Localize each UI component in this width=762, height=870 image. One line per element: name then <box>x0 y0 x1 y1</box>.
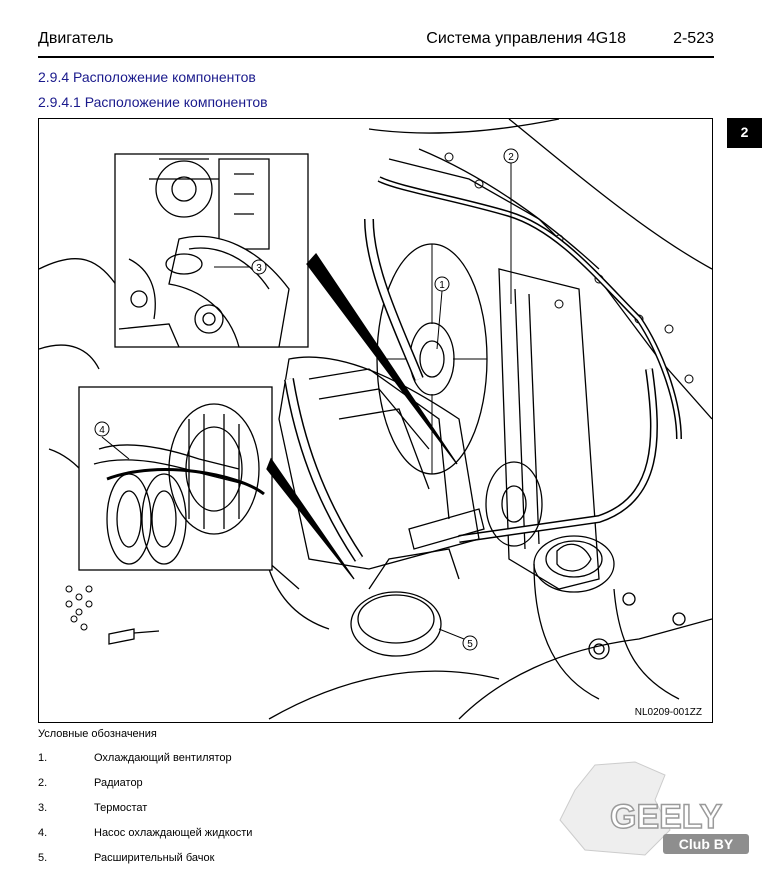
legend-text: Радиатор <box>94 777 143 789</box>
figure-code: NL0209-001ZZ <box>632 707 704 718</box>
legend-number: 3. <box>38 802 48 814</box>
callout-3: 3 <box>256 263 262 274</box>
engine-line-drawing: 1 2 3 4 5 <box>39 119 712 720</box>
callout-5-marker <box>462 635 478 651</box>
legend-item: 4. Насос охлаждающей жидкости <box>38 827 252 839</box>
callout-5: 5 <box>467 639 473 650</box>
section-heading: 2.9.4 Расположение компонентов <box>38 69 256 85</box>
header-rule <box>38 56 714 58</box>
legend-number: 5. <box>38 852 48 864</box>
legend-title: Условные обозначения <box>38 728 157 740</box>
legend-text: Охлаждающий вентилятор <box>94 752 232 764</box>
page-header: Двигатель Система управления 4G18 2-523 <box>38 30 714 54</box>
callouts <box>94 148 519 651</box>
chapter-tab: 2 <box>727 118 762 148</box>
legend-number: 4. <box>38 827 48 839</box>
legend-item: 5. Расширительный бачок <box>38 852 214 864</box>
chapter-title: Двигатель <box>38 30 114 47</box>
legend-item: 3. Термостат <box>38 802 147 814</box>
watermark-brand: GEELY <box>610 798 722 836</box>
callout-3-marker <box>251 259 267 275</box>
legend-number: 2. <box>38 777 48 789</box>
callout-2: 2 <box>508 152 514 163</box>
legend-text: Расширительный бачок <box>94 852 215 864</box>
engine-illustration: 1 2 3 4 5 NL0209-001ZZ <box>38 118 713 723</box>
legend-item: 1. Охлаждающий вентилятор <box>38 752 232 764</box>
legend-text: Термостат <box>94 802 148 814</box>
callout-2-marker <box>503 148 519 164</box>
legend-item: 2. Радиатор <box>38 777 143 789</box>
legend-number: 1. <box>38 752 48 764</box>
watermark-club: Club BY <box>679 836 734 852</box>
callout-4-marker <box>94 421 110 437</box>
system-title: Система управления 4G18 <box>426 30 626 47</box>
subsection-heading: 2.9.4.1 Расположение компонентов <box>38 94 268 110</box>
callout-4: 4 <box>99 425 105 436</box>
callout-1: 1 <box>439 280 445 291</box>
page-number: 2-523 <box>673 30 714 47</box>
callout-1-marker <box>434 276 450 292</box>
geely-club-watermark: GEELY Club BY <box>559 761 749 856</box>
legend-text: Насос охлаждающей жидкости <box>94 827 253 839</box>
